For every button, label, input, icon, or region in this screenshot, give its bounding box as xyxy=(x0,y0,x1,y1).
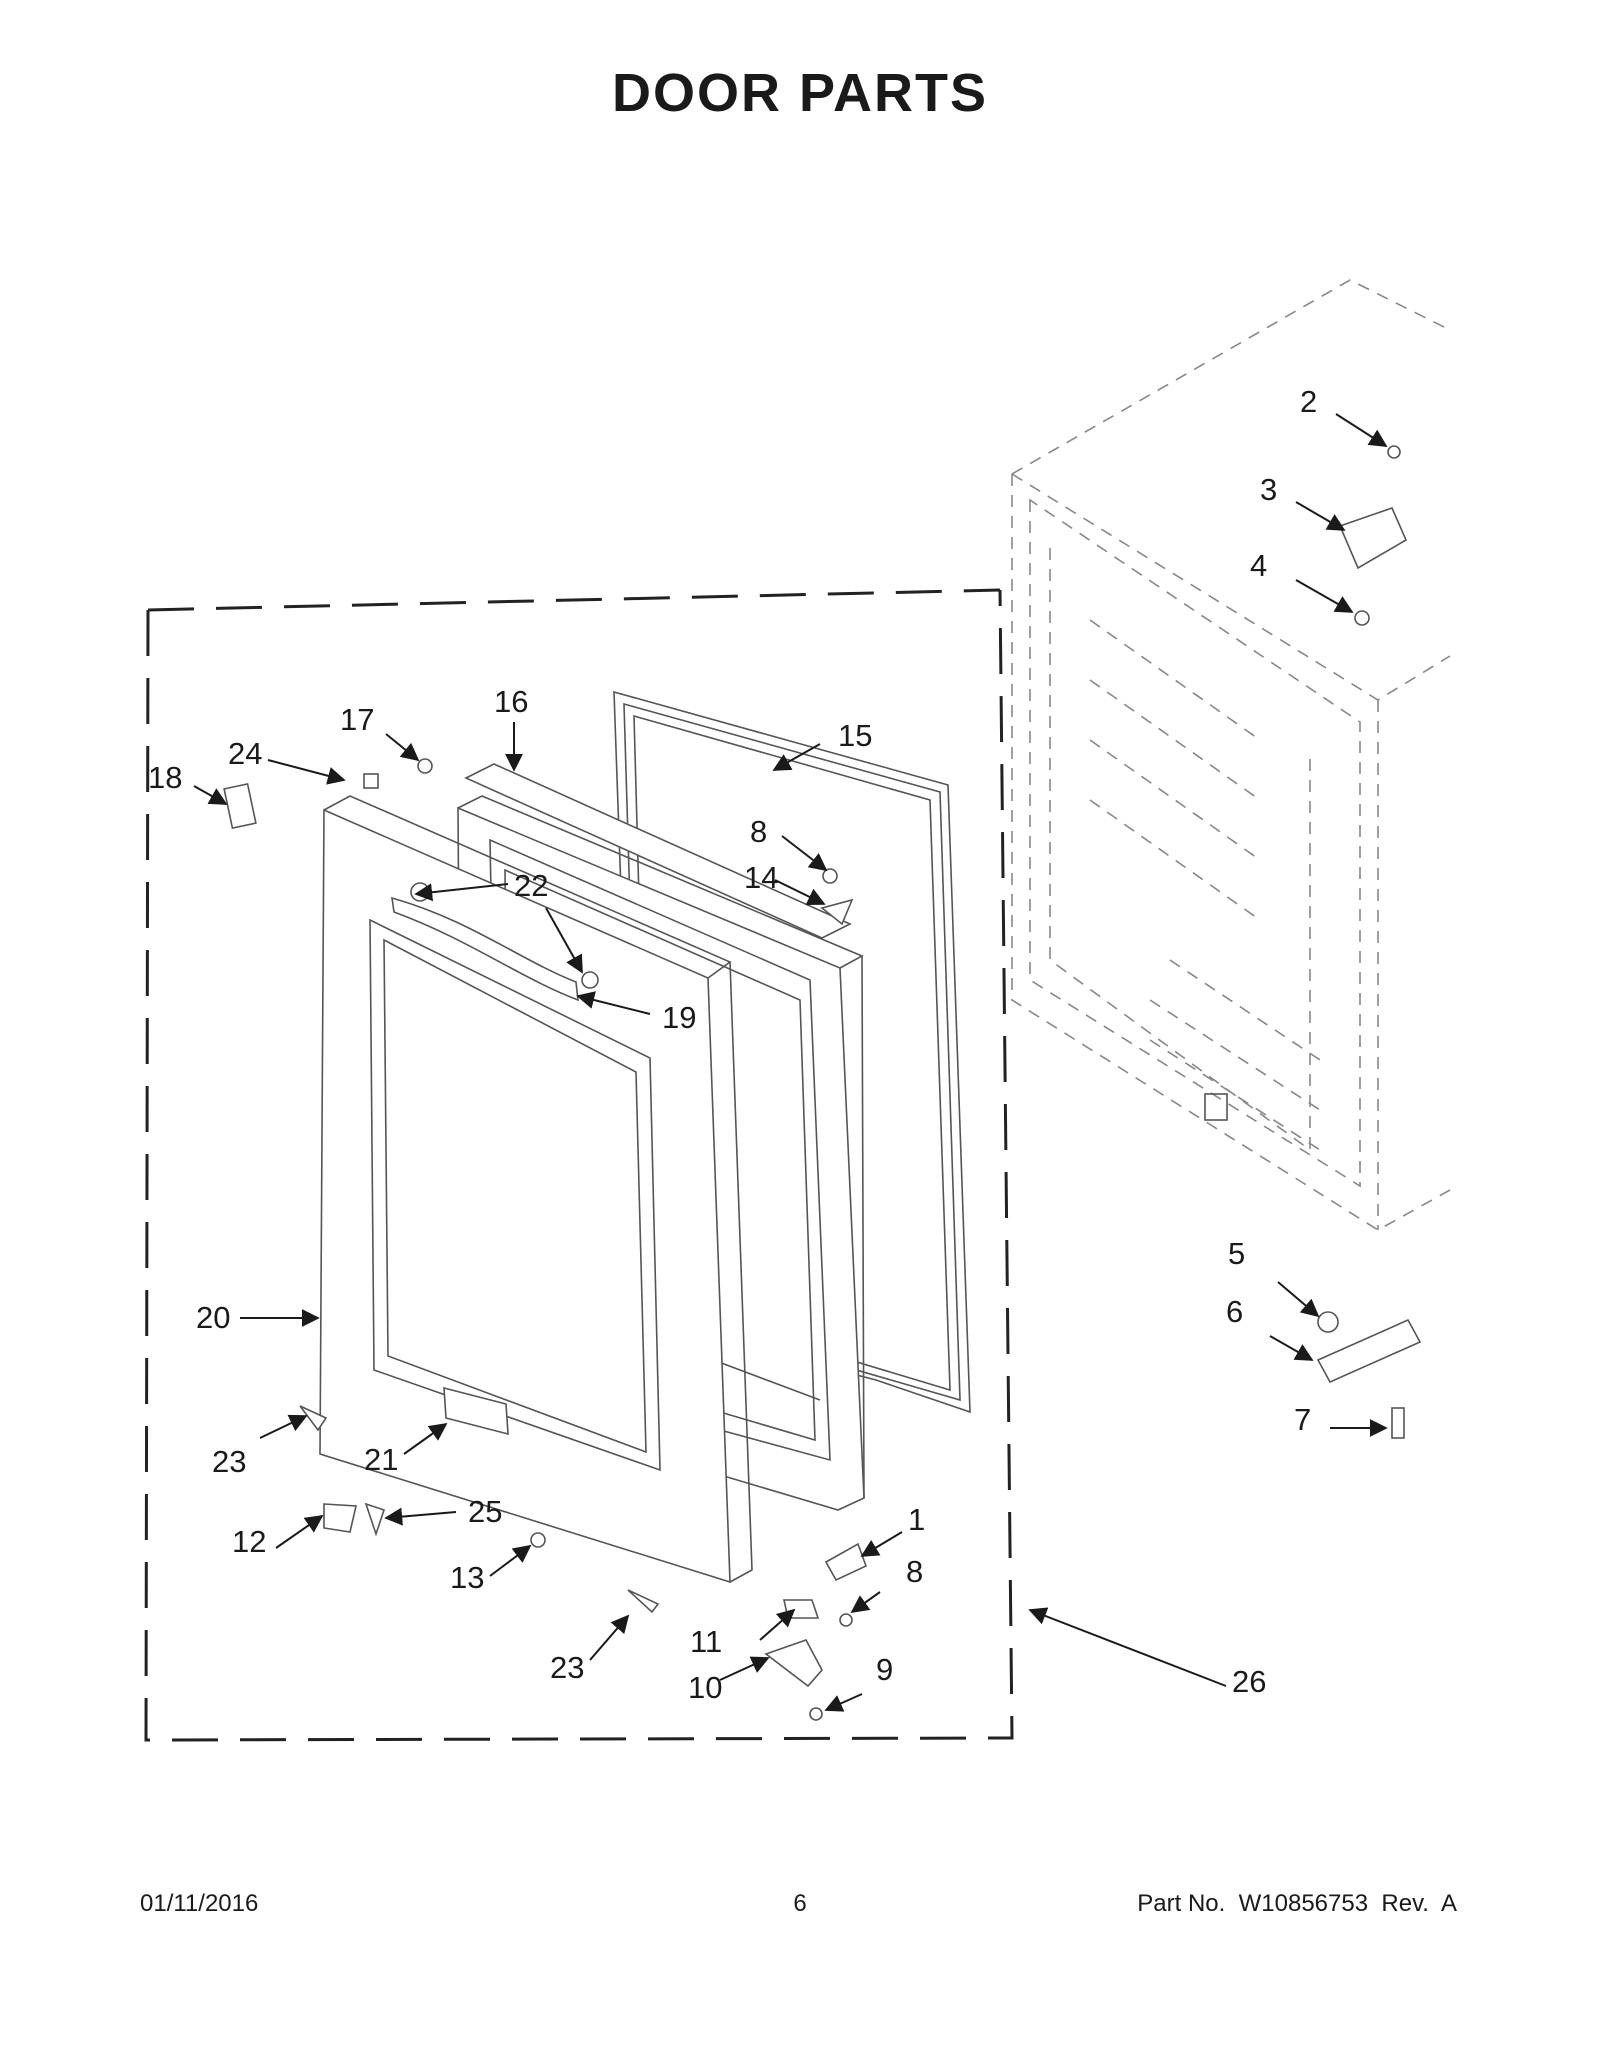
callout-4: 4 xyxy=(1250,548,1267,583)
callout-15: 15 xyxy=(838,718,872,753)
callout-11: 11 xyxy=(690,1624,722,1659)
callout-12: 12 xyxy=(232,1524,266,1559)
outer-door-panel xyxy=(319,795,753,1584)
top-hinge-bracket xyxy=(464,763,852,939)
callout-22: 22 xyxy=(514,868,548,903)
callout-14: 14 xyxy=(744,860,778,895)
callout-16: 16 xyxy=(494,684,528,719)
callout-20: 20 xyxy=(196,1300,230,1335)
callout-19: 19 xyxy=(662,1000,696,1035)
door-assembly-boundary xyxy=(144,588,1014,1742)
callout-23-left: 23 xyxy=(212,1444,246,1479)
callout-9: 9 xyxy=(876,1652,893,1687)
callout-13: 13 xyxy=(450,1560,484,1595)
callout-24: 24 xyxy=(228,736,262,771)
callout-2: 2 xyxy=(1300,384,1317,419)
callout-21: 21 xyxy=(364,1442,398,1477)
callout-18: 18 xyxy=(148,760,182,795)
callout-8-lower: 8 xyxy=(906,1554,923,1589)
callout-25: 25 xyxy=(468,1494,502,1529)
callout-5: 5 xyxy=(1228,1236,1245,1271)
callout-1: 1 xyxy=(908,1502,925,1537)
callout-23-lower: 23 xyxy=(550,1650,584,1685)
footer-date: 01/11/2016 xyxy=(140,1890,259,1917)
callout-26: 26 xyxy=(1232,1664,1266,1699)
callouts: 1 2 3 4 5 6 7 8 8 9 10 11 12 13 14 15 16… xyxy=(148,384,1317,1705)
callout-10: 10 xyxy=(688,1670,722,1705)
callout-3: 3 xyxy=(1260,472,1277,507)
footer-part-number: Part No. W10856753 Rev. A xyxy=(1137,1890,1457,1917)
page-title: DOOR PARTS xyxy=(611,63,988,123)
leader-arrows xyxy=(193,413,1388,1712)
footer-page-number: 6 xyxy=(793,1890,807,1917)
callout-7: 7 xyxy=(1294,1402,1311,1437)
callout-8-upper: 8 xyxy=(750,814,767,849)
callout-17: 17 xyxy=(340,702,374,737)
cabinet-outline xyxy=(1011,279,1451,1231)
callout-6: 6 xyxy=(1226,1294,1243,1329)
